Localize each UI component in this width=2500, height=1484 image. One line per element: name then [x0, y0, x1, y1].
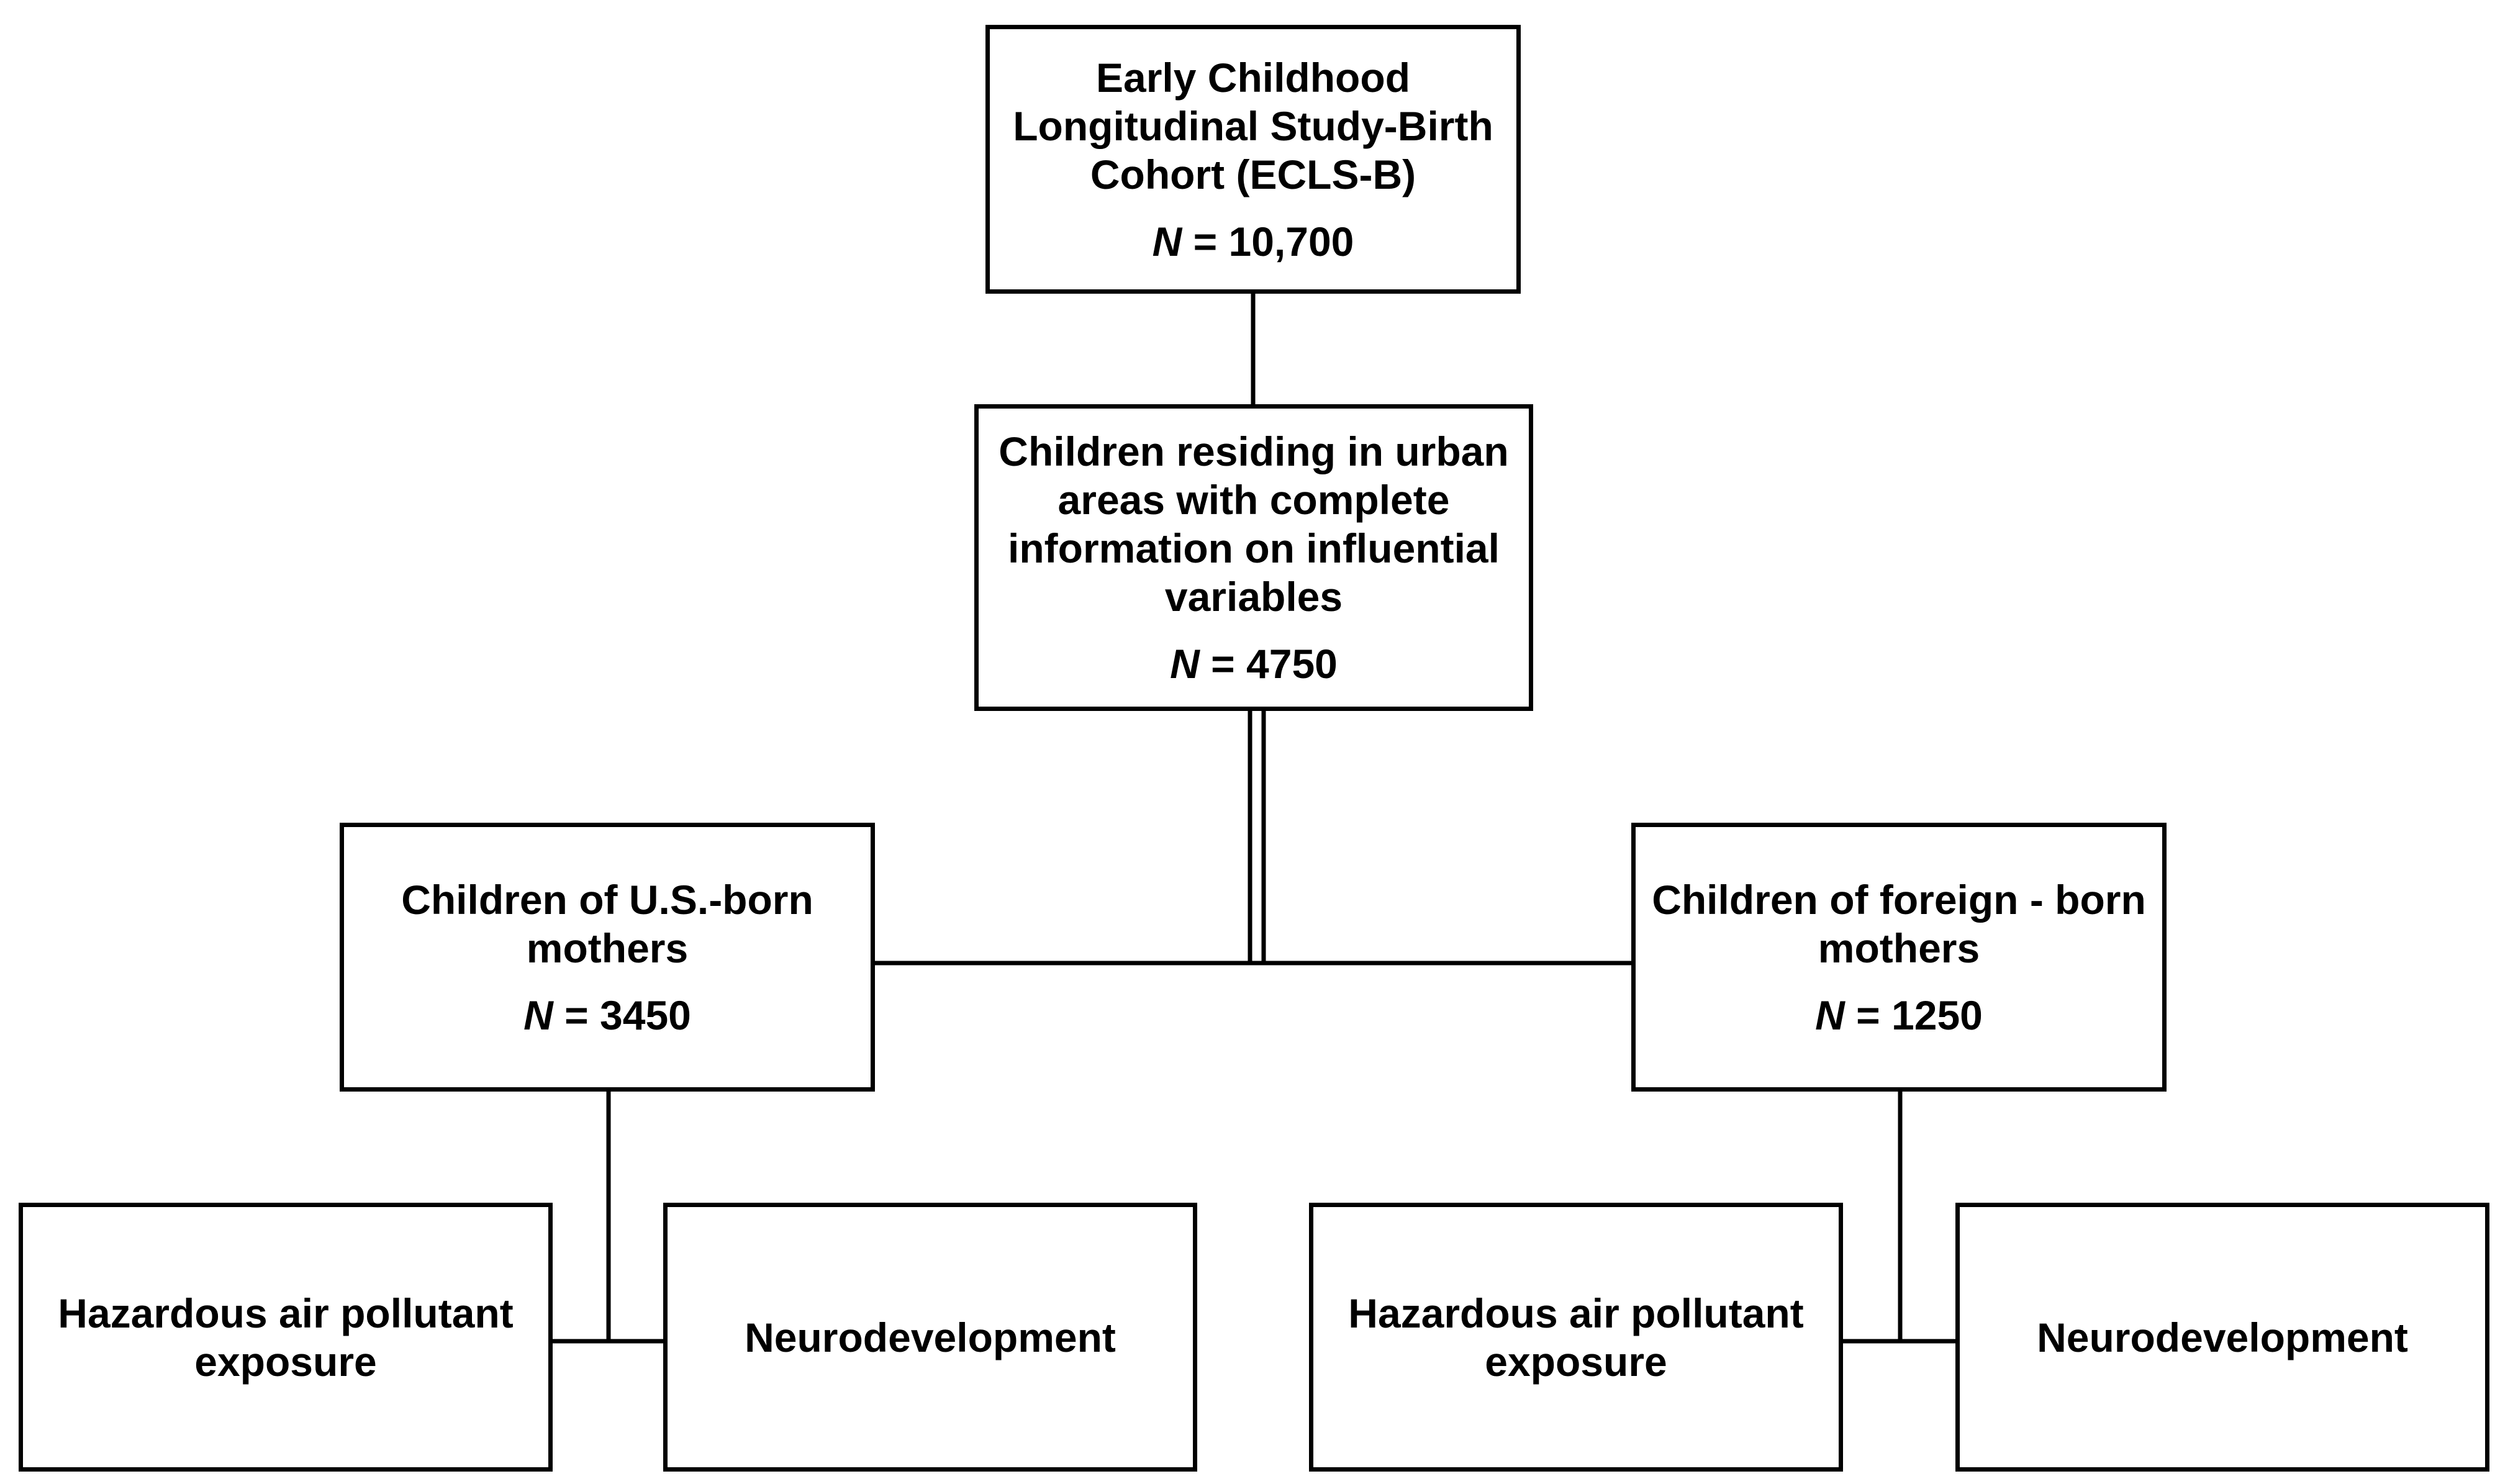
us-born-mothers-label: Children of U.S.-born mothers — [401, 876, 813, 971]
n-value: = 4750 — [1199, 641, 1338, 687]
foreign-neurodevelopment-box: Neurodevelopment — [1955, 1203, 2489, 1472]
foreign-exposure-box: Hazardous air pollutant exposure — [1309, 1203, 1843, 1472]
us-exposure-label: Hazardous air pollutant exposure — [58, 1290, 514, 1385]
n-value: = 10,700 — [1182, 218, 1354, 265]
foreign-born-mothers-box: Children of foreign - born mothers N = 1… — [1631, 823, 2167, 1092]
n-value: = 1250 — [1844, 992, 1983, 1038]
foreign-born-mothers-label: Children of foreign - born mothers — [1652, 876, 2146, 971]
n-symbol: N — [1815, 992, 1845, 1038]
foreign-neurodevelopment-label: Neurodevelopment — [2037, 1314, 2408, 1360]
us-neurodevelopment-label: Neurodevelopment — [745, 1314, 1116, 1360]
ecls-b-cohort-box: Early Childhood Longitudinal Study-Birth… — [985, 25, 1521, 294]
ecls-b-cohort-label: Early Childhood Longitudinal Study-Birth… — [1013, 54, 1493, 197]
us-exposure-box: Hazardous air pollutant exposure — [19, 1203, 553, 1472]
us-neurodevelopment-box: Neurodevelopment — [663, 1203, 1197, 1472]
n-symbol: N — [523, 992, 553, 1038]
ecls-b-cohort-count: N = 10,700 — [1153, 217, 1354, 266]
urban-children-box: Children residing in urban areas with co… — [974, 404, 1533, 711]
foreign-exposure-label: Hazardous air pollutant exposure — [1348, 1290, 1804, 1385]
urban-children-label: Children residing in urban areas with co… — [999, 428, 1509, 620]
n-symbol: N — [1170, 641, 1200, 687]
foreign-born-mothers-count: N = 1250 — [1815, 991, 1983, 1039]
urban-children-count: N = 4750 — [1170, 640, 1338, 688]
us-born-mothers-box: Children of U.S.-born mothers N = 3450 — [340, 823, 875, 1092]
n-value: = 3450 — [553, 992, 691, 1038]
n-symbol: N — [1152, 218, 1182, 265]
us-born-mothers-count: N = 3450 — [523, 991, 691, 1039]
